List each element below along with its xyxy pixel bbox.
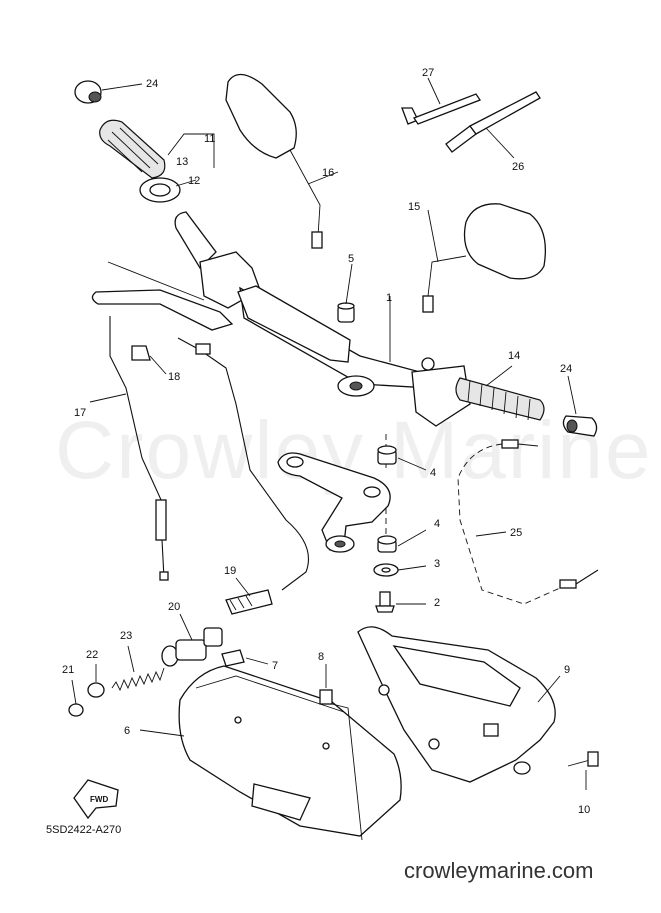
callout-21: 21 <box>62 664 74 676</box>
callout-25: 25 <box>510 527 522 539</box>
handlebar-cover-rear <box>357 626 561 783</box>
callout-4-lower: 4 <box>434 518 440 530</box>
callout-13: 13 <box>176 156 188 168</box>
rubber-damper-lower <box>377 529 427 553</box>
callout-11: 11 <box>204 133 215 145</box>
callout-14: 14 <box>508 350 520 362</box>
cable-ties <box>401 77 541 159</box>
callout-12: 12 <box>188 175 200 187</box>
callout-5: 5 <box>348 253 354 265</box>
brake-cable <box>89 316 169 581</box>
callout-2: 2 <box>434 597 440 609</box>
callout-1: 1 <box>386 292 392 304</box>
spring <box>111 645 165 692</box>
washer <box>373 563 427 577</box>
damper <box>337 263 355 323</box>
callout-24-right: 24 <box>560 363 572 375</box>
callout-9: 9 <box>564 664 570 676</box>
adjuster-assembly <box>161 613 223 667</box>
fwd-arrow-icon: FWD <box>73 779 119 820</box>
diagram-code: 5SD2422-A270 <box>46 824 121 836</box>
footer-url: crowleymarine.com <box>404 858 594 883</box>
nut-8 <box>319 664 363 841</box>
mirror-left <box>225 73 339 249</box>
label-plate <box>221 649 269 667</box>
cable-25 <box>457 439 599 605</box>
rubber-damper-upper <box>377 445 427 471</box>
callout-8: 8 <box>318 651 324 663</box>
fwd-label: FWD <box>90 795 108 804</box>
callout-16: 16 <box>322 167 334 179</box>
screw-10 <box>567 751 599 790</box>
brake-lever-left <box>91 261 234 331</box>
cable-holder <box>131 345 167 375</box>
handlebar-bracket <box>277 434 391 553</box>
collar <box>87 664 105 698</box>
mirror-right <box>422 203 547 313</box>
callout-23: 23 <box>120 630 132 642</box>
grip-end-right <box>562 375 598 437</box>
callout-24-left: 24 <box>146 78 158 90</box>
callout-22: 22 <box>86 649 98 661</box>
callout-4-upper: 4 <box>430 467 436 479</box>
grip-right <box>455 365 545 421</box>
grip-left <box>99 119 215 203</box>
screw-21 <box>68 679 84 717</box>
callout-3: 3 <box>434 558 440 570</box>
callout-7: 7 <box>272 660 278 672</box>
callout-27: 27 <box>422 67 434 79</box>
callout-19: 19 <box>224 565 236 577</box>
bolt <box>375 591 426 613</box>
callout-20: 20 <box>168 601 180 613</box>
callout-15: 15 <box>408 201 420 213</box>
callout-26: 26 <box>512 161 524 173</box>
handlebar-cover-front <box>139 665 402 837</box>
callout-17: 17 <box>74 407 86 419</box>
callout-18: 18 <box>168 371 180 383</box>
callout-10: 10 <box>578 804 590 816</box>
callout-6: 6 <box>124 725 130 737</box>
grip-end-left <box>74 80 143 104</box>
callout-labels: 24 11 13 12 27 26 16 15 5 1 14 24 18 17 … <box>62 67 590 816</box>
handlebar <box>174 211 471 427</box>
throttle-cable <box>177 337 310 615</box>
